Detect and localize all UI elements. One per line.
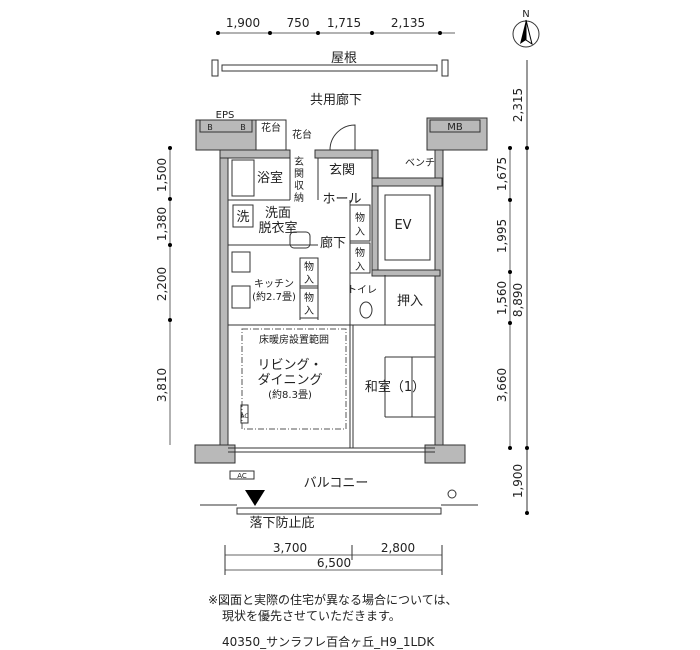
dim-label: 2,135 (391, 16, 425, 30)
room-entrance: 玄関 (329, 163, 355, 178)
label: 1,560 (495, 281, 509, 315)
label: 6,500 (317, 556, 351, 570)
eave-label: 落下防止庇 (249, 515, 314, 531)
label: 花台 (261, 121, 281, 134)
label: (約8.3畳) (268, 388, 312, 401)
roof: 屋根 (211, 51, 449, 77)
dim-label: 1,715 (327, 16, 361, 30)
label: 1,995 (495, 219, 509, 253)
label: 1,900 (511, 464, 525, 498)
room-toilet: トイレ (347, 285, 377, 296)
room-ev: EV (394, 218, 411, 233)
room-washroom: 洗面 (265, 206, 291, 221)
label: 8,890 (511, 283, 525, 317)
label: 物 (304, 260, 314, 273)
room-japanese: 和室（1） (365, 379, 425, 395)
washer-label: 洗 (236, 210, 249, 225)
evacuation-hatch-icon (245, 490, 265, 506)
floor-heating-label: 床暖房設置範囲 (259, 333, 329, 346)
label: ダイニング (257, 373, 322, 388)
label: MB (447, 122, 463, 133)
dim-label: 750 (287, 16, 310, 30)
label: 玄 (294, 155, 304, 168)
eps-label: EPS (216, 110, 235, 121)
room-bath: 浴室 (257, 170, 283, 186)
note-line-1: ※図面と実際の住宅が異なる場合については、 (208, 592, 457, 607)
entrance-storage: 玄 関 収 納 (294, 155, 304, 204)
north-compass-icon: N (512, 9, 540, 48)
label: 収 (294, 180, 304, 192)
label: 入 (304, 306, 314, 317)
label: N (522, 9, 529, 20)
label: 2,315 (511, 88, 525, 122)
label: 物 (355, 246, 365, 259)
label: 入 (355, 227, 365, 238)
label: B (207, 123, 213, 132)
room-living: リビング・ (257, 358, 322, 373)
label: 関 (294, 168, 304, 180)
label: 3,700 (273, 541, 307, 555)
label: 物 (355, 211, 365, 224)
note-line-2: 現状を優先させていただきます。 (222, 609, 401, 623)
label: 屋根 (331, 51, 357, 66)
ac-label: AC (240, 413, 248, 420)
label: 納 (294, 191, 304, 204)
room-balcony: バルコニー (304, 476, 369, 491)
room-corridor: 廊下 (320, 235, 346, 251)
room-washroom-2: 脱衣室 (258, 220, 297, 236)
label: 1,675 (495, 157, 509, 191)
kitchen-size: (約2.7畳) (252, 290, 296, 303)
balcony-ac-label: AC (237, 472, 247, 480)
label: 2,200 (155, 267, 169, 301)
label: 3,810 (155, 368, 169, 402)
top-dimensions: 1,900 750 1,715 2,135 (216, 16, 455, 35)
right-dimensions: 2,315 1,675 1,995 1,560 8,890 3,660 1,90… (495, 60, 529, 515)
label: B (240, 123, 246, 132)
bench-label: ベンチ (405, 157, 435, 169)
room-closet: 押入 (397, 294, 423, 309)
storage-closets: 物 入 物 入 物 入 物 入 (299, 204, 371, 319)
bathtub (231, 159, 255, 197)
floor-heating-area (241, 328, 347, 430)
label: 2,800 (381, 541, 415, 555)
common-corridor-label: 共用廊下 (310, 92, 362, 108)
label: 3,660 (495, 368, 509, 402)
room-hall: ホール (322, 192, 361, 207)
label: 1,380 (155, 207, 169, 241)
label: 入 (304, 275, 314, 286)
label: 花台 (292, 128, 312, 141)
label: 物 (304, 291, 314, 304)
dim-label: 1,900 (226, 16, 260, 30)
footer-caption: 40350_サンラフレ百合ヶ丘_H9_1LDK (222, 634, 435, 649)
left-dimensions: 1,500 1,380 2,200 3,810 (155, 146, 172, 445)
label: 1,500 (155, 158, 169, 192)
bottom-dimensions: 3,700 2,800 6,500 (224, 541, 443, 575)
label: 入 (355, 262, 365, 273)
room-kitchen: キッチン (254, 278, 294, 290)
elevator (384, 194, 431, 261)
